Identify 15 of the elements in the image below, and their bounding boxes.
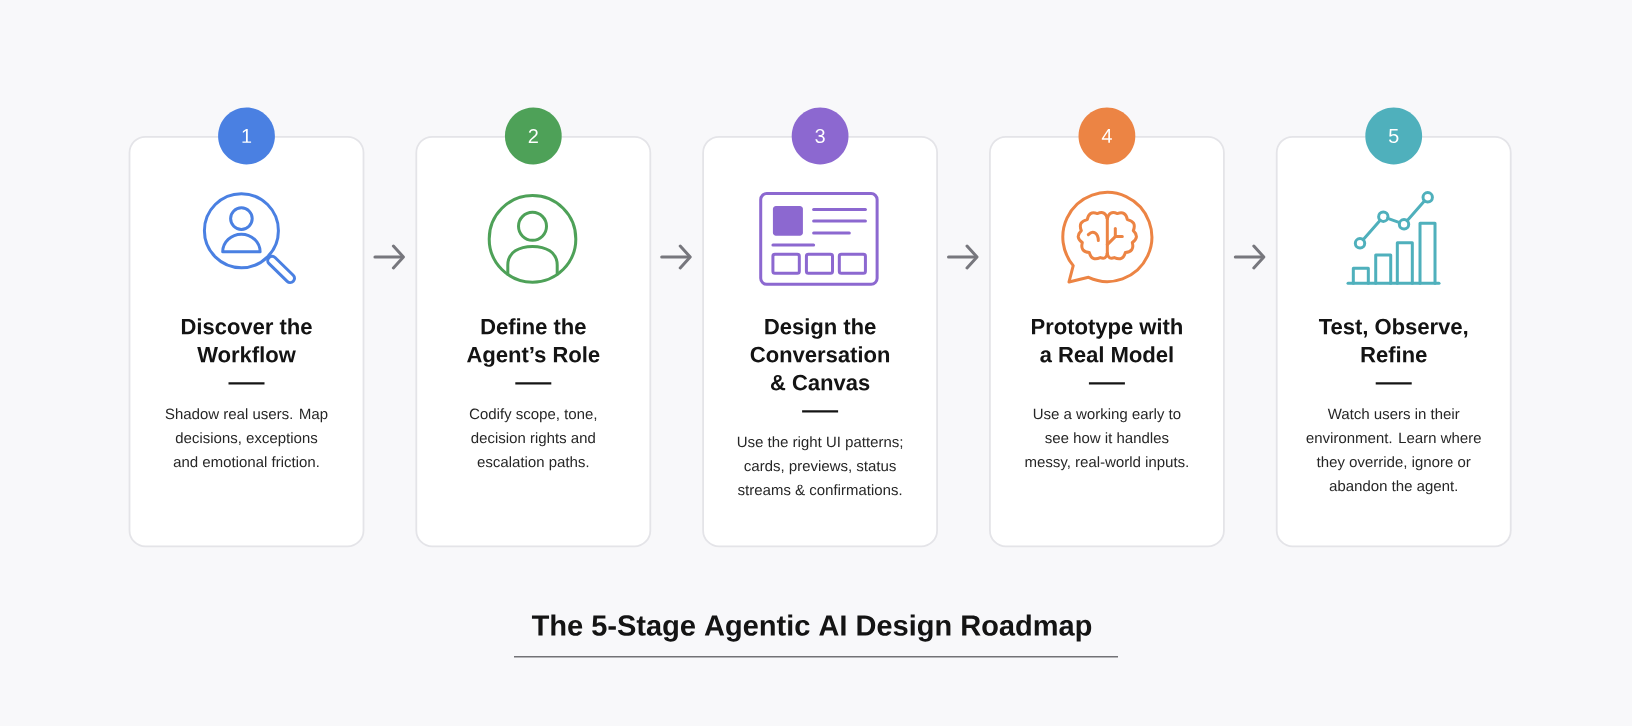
step-title: Prototype with a Real Model [1032, 318, 1182, 363]
arrow [373, 244, 405, 270]
diagram-title: The 5-Stage Agentic AI Design Roadmap [531, 614, 1092, 642]
arrow [660, 244, 692, 270]
arrow [1233, 244, 1266, 270]
step-description: Shadow real users. Map decisions, exceptions and emotional friction. [165, 408, 328, 468]
step-description: Codify scope, tone, decision rights and escalation paths. [469, 408, 597, 471]
step-title: Test, Observe, Refine [1318, 318, 1468, 363]
step-title: Design the Conversation & Canvas [750, 318, 890, 391]
step-title: Discover the Workflow [181, 318, 312, 363]
step-description: Use the right UI patterns; cards, previews, status streams & confirmations. [737, 436, 903, 496]
step-description: Watch users in their environment. Learn where they override, ignore or abandon the agent. [1306, 408, 1481, 495]
arrow [947, 244, 979, 270]
step-title: Define the Agent’s Role [467, 318, 600, 367]
step-description: Use a working early to see how it handles messy, real-world inputs. [1025, 408, 1188, 471]
